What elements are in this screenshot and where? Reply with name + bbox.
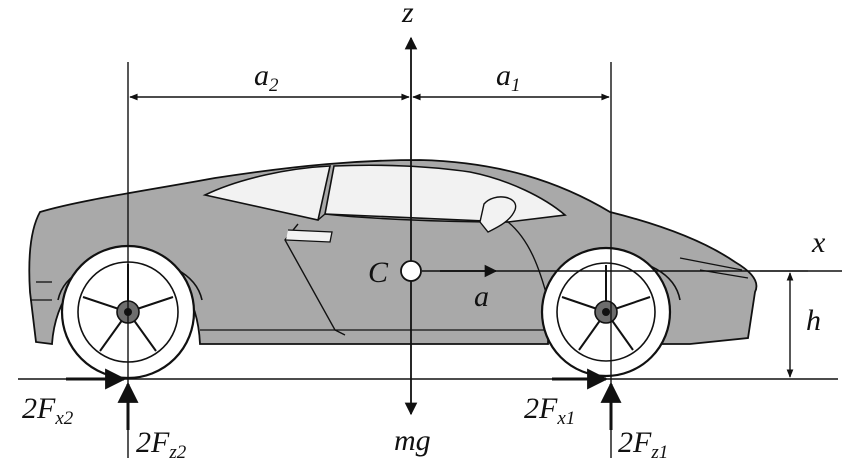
a2-label: a2	[254, 59, 279, 96]
h-label: h	[806, 304, 821, 337]
rear-longitudinal-force-label: 2Fx2	[22, 392, 74, 429]
front-vertical-force-label: 2Fz1	[618, 426, 668, 463]
x-axis-label: x	[811, 226, 826, 259]
front-longitudinal-force-label: 2Fx1	[524, 392, 575, 429]
a1-label: a1	[496, 59, 521, 96]
acceleration-label: a	[474, 280, 489, 313]
center-of-mass-label: C	[368, 256, 389, 289]
rear-vertical-force-label: 2Fz2	[136, 426, 187, 463]
car-body	[28, 159, 758, 346]
weight-label: mg	[394, 424, 431, 457]
front-wheel	[540, 246, 672, 378]
center-of-mass-marker	[400, 260, 422, 282]
z-axis-label: z	[401, 0, 414, 29]
